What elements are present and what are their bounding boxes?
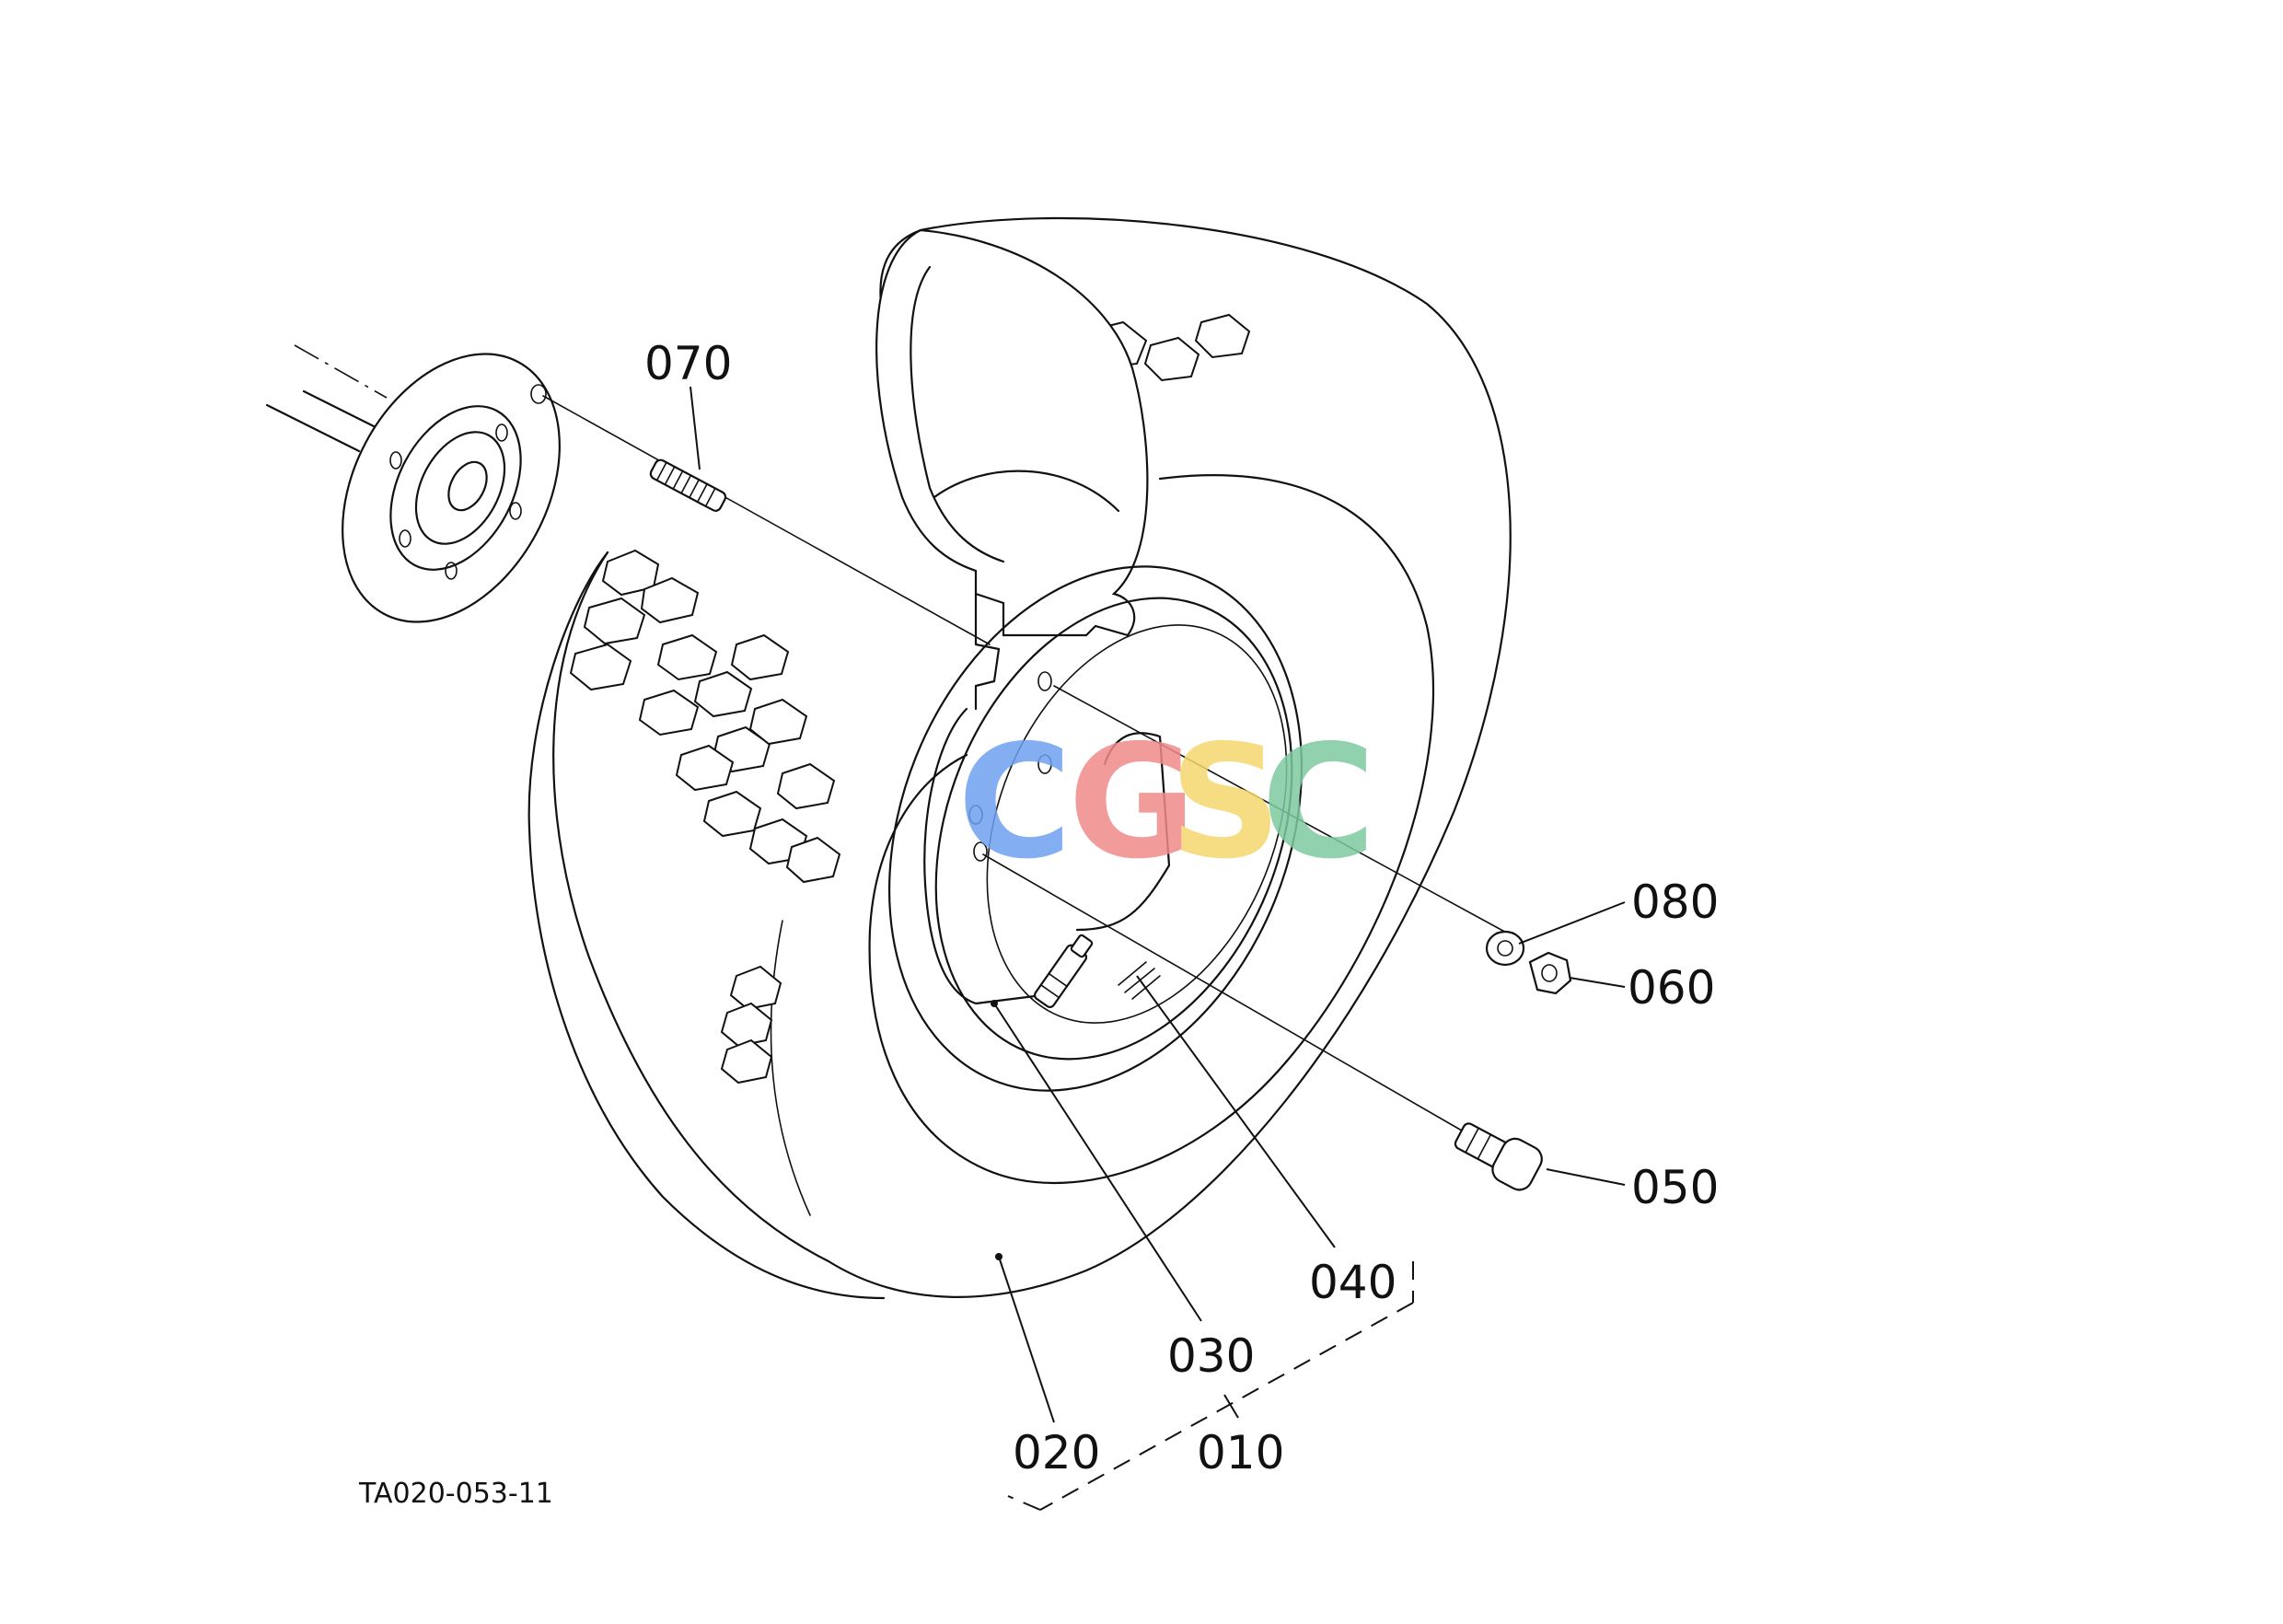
label-050: 050 <box>1631 1161 1719 1214</box>
tire-valve <box>1034 934 1094 1009</box>
label-030: 030 <box>1167 1329 1255 1383</box>
stud-bolt <box>649 458 727 512</box>
label-040: 040 <box>1309 1256 1396 1309</box>
tire <box>527 216 1512 1300</box>
part-labels: 070 080 060 050 040 030 020 010 <box>644 337 1719 1479</box>
label-070: 070 <box>644 337 732 390</box>
watermark-letter-1: C <box>957 712 1072 894</box>
explosion-lines <box>542 395 1511 1138</box>
label-080: 080 <box>1631 876 1719 929</box>
label-020: 020 <box>1013 1426 1100 1479</box>
watermark-letter-3: S <box>1169 712 1281 894</box>
rim-section <box>875 228 1149 711</box>
watermark: C G S C <box>957 712 1376 894</box>
watermark-letter-2: G <box>1068 712 1197 894</box>
watermark-letter-4: C <box>1261 712 1376 894</box>
hex-nut <box>1528 951 1572 995</box>
label-010: 010 <box>1197 1426 1284 1479</box>
hub-flange <box>265 344 561 623</box>
drawing-code: TA020-053-11 <box>358 1478 553 1510</box>
tread-pattern <box>569 313 1251 1085</box>
lock-washer <box>1485 930 1525 967</box>
leader-lines <box>690 386 1626 1423</box>
assembly-bracket <box>1007 1261 1414 1511</box>
label-060: 060 <box>1628 961 1715 1015</box>
wheel-bolt <box>1454 1122 1543 1191</box>
